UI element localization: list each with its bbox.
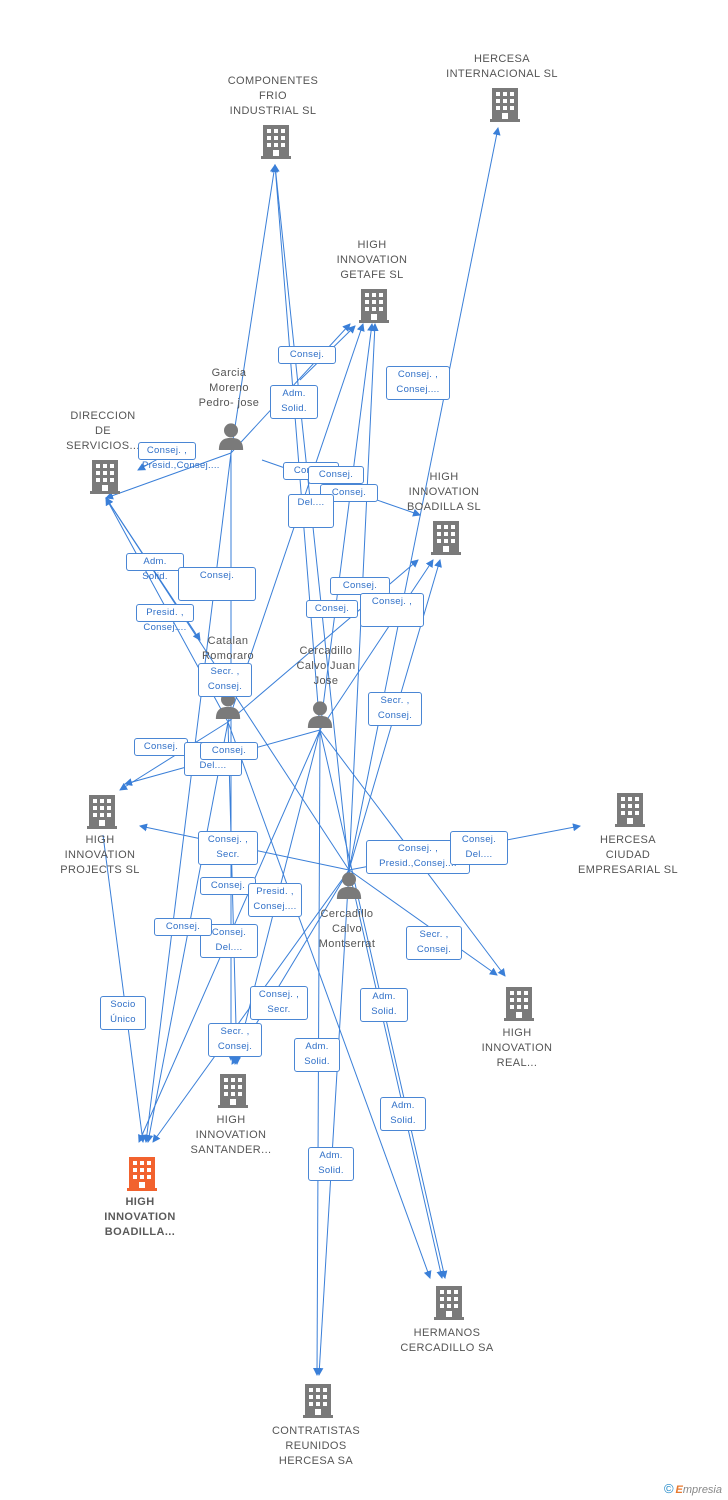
- node-label-9[interactable]: HERCESA CIUDAD EMPRESARIAL SL: [578, 834, 678, 876]
- edge-role-label-31[interactable]: Adm. Solid.: [360, 988, 408, 1022]
- edge-role-label-4[interactable]: Consej.: [308, 466, 364, 484]
- edge-role-label-22[interactable]: Consej.: [200, 877, 256, 895]
- building-icon-1[interactable]: [490, 88, 520, 122]
- edge-role-label-15[interactable]: Secr. , Consej.: [368, 692, 422, 726]
- person-icon-7[interactable]: [307, 701, 333, 728]
- node-label-7[interactable]: Cercadillo Calvo Juan Jose: [296, 645, 356, 687]
- relation-edge-6: [319, 323, 376, 731]
- edge-role-label-12[interactable]: Presid. , Consej....: [136, 604, 194, 633]
- edge-role-label-16[interactable]: Consej.: [134, 738, 188, 756]
- edge-role-label-6[interactable]: Del....: [288, 494, 334, 528]
- node-label-1[interactable]: HERCESA INTERNACIONAL SL: [446, 53, 558, 80]
- relation-edge-20: [227, 721, 432, 1279]
- node-label-10[interactable]: Cercadillo Calvo Montserrat: [318, 908, 376, 950]
- copyright-icon: ©: [663, 1481, 674, 1496]
- edge-role-label-33[interactable]: Adm. Solid.: [308, 1147, 354, 1181]
- edge-role-label-23[interactable]: Presid. , Consej....: [248, 883, 302, 917]
- building-icon-8[interactable]: [87, 795, 117, 829]
- edge-role-label-1[interactable]: Adm. Solid.: [270, 385, 318, 419]
- edge-role-label-29[interactable]: Adm. Solid.: [294, 1038, 340, 1072]
- node-label-8[interactable]: HIGH INNOVATION PROJECTS SL: [60, 834, 140, 876]
- person-icon-3[interactable]: [218, 423, 244, 450]
- edge-role-label-13[interactable]: Consej.: [306, 600, 358, 618]
- building-icon-13[interactable]: [127, 1157, 157, 1191]
- edge-role-label-18[interactable]: Consej.: [200, 742, 258, 760]
- relation-edge-28: [348, 869, 445, 1279]
- edge-role-label-30[interactable]: Secr. , Consej.: [406, 926, 462, 960]
- node-label-11[interactable]: HIGH INNOVATION REAL...: [481, 1027, 553, 1069]
- node-label-3[interactable]: Garcia Moreno Pedro- jose: [198, 367, 260, 409]
- building-icon-15[interactable]: [303, 1384, 333, 1418]
- edge-role-label-0[interactable]: Consej.: [278, 346, 336, 364]
- relation-edge-5: [271, 164, 321, 731]
- relation-edge-17: [119, 721, 229, 791]
- relation-edge-1: [105, 452, 232, 500]
- edge-role-label-14[interactable]: Secr. , Consej.: [198, 663, 252, 697]
- node-label-14[interactable]: HERMANOS CERCADILLO SA: [400, 1327, 494, 1354]
- relation-edge-29: [315, 869, 350, 1376]
- building-icon-14[interactable]: [434, 1286, 464, 1320]
- edge-role-label-19[interactable]: Consej. , Secr.: [198, 831, 258, 865]
- empresia-brand[interactable]: ©Empresia: [664, 1481, 722, 1496]
- relation-edge-0: [230, 164, 278, 454]
- edge-role-label-8[interactable]: Consej.: [178, 567, 256, 601]
- node-label-15[interactable]: CONTRATISTAS REUNIDOS HERCESA SA: [271, 1425, 361, 1467]
- edge-role-label-11[interactable]: Consej. ,: [360, 593, 424, 627]
- relation-edge-22: [348, 127, 501, 871]
- edge-role-label-5[interactable]: Consej.: [320, 484, 378, 502]
- edge-role-label-32[interactable]: Adm. Solid.: [380, 1097, 426, 1131]
- edge-role-label-27[interactable]: Consej. , Secr.: [250, 986, 308, 1020]
- building-icon-11[interactable]: [504, 987, 534, 1021]
- building-icon-2[interactable]: [359, 289, 389, 323]
- edge-role-label-28[interactable]: Socio Único: [100, 996, 146, 1030]
- node-label-0[interactable]: COMPONENTES FRIO INDUSTRIAL SL: [227, 75, 319, 117]
- building-icon-5[interactable]: [431, 521, 461, 555]
- node-label-13[interactable]: HIGH INNOVATION BOADILLA...: [104, 1196, 176, 1238]
- edge-role-label-21[interactable]: Consej. , Presid.,Consej....: [366, 840, 470, 874]
- edge-role-label-9[interactable]: Consej. , Presid.,Consej....: [138, 442, 219, 471]
- node-label-4[interactable]: DIRECCION DE SERVICIOS...: [66, 410, 140, 452]
- edge-role-label-7[interactable]: Adm. Solid.: [126, 553, 184, 582]
- relation-edge-7: [319, 559, 434, 731]
- relation-edge-34: [102, 834, 147, 1143]
- edge-role-label-2[interactable]: Consej. , Consej....: [386, 366, 450, 400]
- edge-role-label-24[interactable]: Consej.: [154, 918, 212, 936]
- edge-role-label-26[interactable]: Secr. , Consej.: [208, 1023, 262, 1057]
- building-icon-4[interactable]: [90, 460, 120, 494]
- building-icon-12[interactable]: [218, 1074, 248, 1108]
- edge-role-label-25[interactable]: Consej. Del....: [450, 831, 508, 865]
- node-label-12[interactable]: HIGH INNOVATION SANTANDER...: [190, 1114, 272, 1156]
- building-icon-0[interactable]: [261, 125, 291, 159]
- building-icon-9[interactable]: [615, 793, 645, 827]
- relation-edge-27: [348, 869, 498, 976]
- brand-e-logo: E: [675, 1484, 683, 1496]
- node-label-2[interactable]: HIGH INNOVATION GETAFE SL: [336, 239, 408, 281]
- brand-name: mpresia: [682, 1484, 722, 1496]
- node-label-5[interactable]: HIGH INNOVATION BOADILLA SL: [406, 471, 482, 513]
